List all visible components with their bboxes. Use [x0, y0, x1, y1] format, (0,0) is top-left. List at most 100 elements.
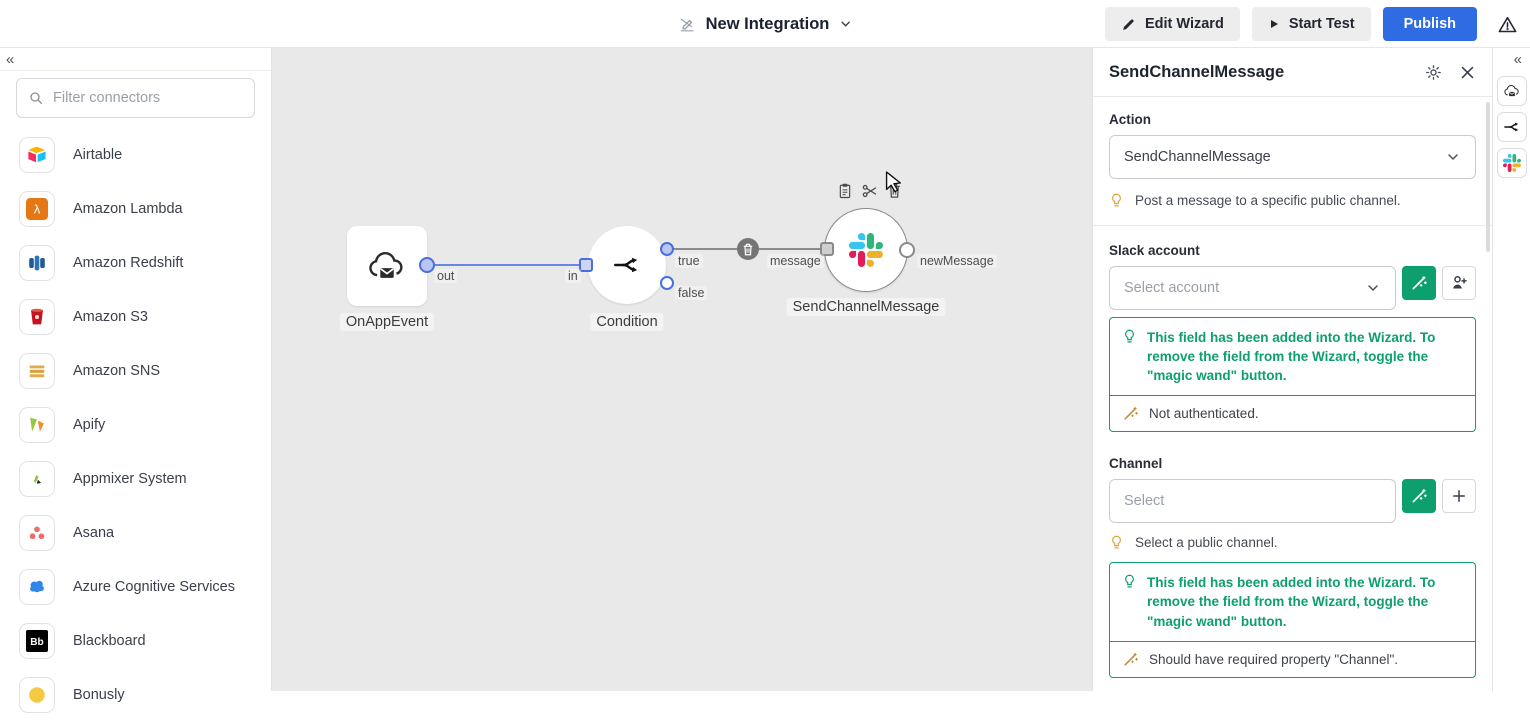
action-field-label: Action — [1109, 112, 1476, 127]
port-label-in: in — [565, 269, 581, 283]
lightbulb-icon — [1109, 192, 1124, 209]
channel-error: Should have required property "Channel". — [1149, 652, 1398, 667]
node-sendchannelmessage[interactable] — [824, 208, 908, 292]
lightbulb-icon — [1109, 534, 1124, 551]
rail-collapse-icon[interactable]: « — [1514, 52, 1522, 67]
gear-icon[interactable] — [1424, 63, 1443, 82]
magic-wand-icon — [1122, 405, 1139, 422]
connector-list-item[interactable]: Amazon S3 — [0, 290, 271, 344]
integration-title-dropdown[interactable]: New Integration — [678, 0, 853, 48]
pencil-icon — [1121, 17, 1136, 32]
topbar: New Integration Edit Wizard Start Test P… — [0, 0, 1530, 48]
lightbulb-icon — [1122, 328, 1137, 345]
port-label-false: false — [675, 286, 707, 300]
magic-wand-icon — [1122, 651, 1139, 668]
chevron-down-icon — [1445, 149, 1461, 165]
channel-hint: Select a public channel. — [1135, 534, 1278, 553]
mouse-cursor — [882, 170, 904, 196]
copy-clipboard-icon[interactable] — [838, 182, 852, 199]
amazon-sns-icon — [19, 353, 55, 389]
connector-filter — [16, 78, 255, 118]
node-label-condition: Condition — [590, 313, 663, 331]
trash-icon — [742, 243, 754, 256]
channel-select[interactable] — [1109, 479, 1396, 523]
azure-cognitive-services-icon — [19, 569, 55, 605]
connector-sidebar: « Airtable λ Amazon Lambda Amazon Redshi… — [0, 48, 272, 691]
magic-wand-toggle-button[interactable] — [1402, 479, 1436, 513]
blackboard-icon: Bb — [19, 623, 55, 659]
airtable-icon — [19, 137, 55, 173]
inspector-panel: SendChannelMessage Action SendChannelMes… — [1092, 48, 1492, 691]
action-select-value: SendChannelMessage — [1124, 149, 1271, 165]
port-condition-in[interactable] — [579, 258, 593, 272]
svg-text:Bb: Bb — [30, 637, 43, 648]
connector-list-item[interactable]: Appmixer System — [0, 452, 271, 506]
channel-field-label: Channel — [1109, 456, 1476, 471]
action-select[interactable]: SendChannelMessage — [1109, 135, 1476, 179]
connector-list-item[interactable]: Amazon SNS — [0, 344, 271, 398]
connector-list: Airtable λ Amazon Lambda Amazon Redshift… — [0, 128, 271, 722]
link-delete-button[interactable] — [737, 238, 759, 260]
connector-list-item[interactable]: Bb Blackboard — [0, 614, 271, 668]
node-label-onappevent: OnAppEvent — [340, 313, 434, 331]
wizard-note-text: This field has been added into the Wizar… — [1147, 328, 1463, 385]
port-condition-true[interactable] — [660, 242, 674, 256]
draft-pencil-slash-icon — [678, 15, 697, 34]
rail-item-condition[interactable] — [1497, 112, 1527, 142]
cut-scissors-icon[interactable] — [861, 183, 878, 199]
node-condition[interactable] — [588, 226, 666, 304]
asana-icon — [19, 515, 55, 551]
slack-account-input[interactable] — [1124, 280, 1365, 296]
link-onappevent-condition[interactable] — [427, 264, 586, 266]
edit-wizard-button[interactable]: Edit Wizard — [1105, 7, 1240, 41]
connector-list-item[interactable]: Asana — [0, 506, 271, 560]
add-channel-button[interactable] — [1442, 479, 1476, 513]
amazon-lambda-icon: λ — [19, 191, 55, 227]
connector-list-item[interactable]: λ Amazon Lambda — [0, 182, 271, 236]
flow-canvas[interactable]: out OnAppEvent in true false Condition m… — [272, 48, 1092, 691]
cloud-envelope-icon — [366, 249, 408, 283]
appmixer-system-icon — [19, 461, 55, 497]
node-onappevent[interactable] — [347, 226, 427, 306]
add-account-button[interactable] — [1442, 266, 1476, 300]
port-label-out: out — [434, 269, 457, 283]
filter-connectors-input[interactable] — [53, 90, 243, 106]
branch-icon — [612, 251, 642, 279]
warning-icon[interactable] — [1497, 14, 1518, 35]
amazon-s3-icon — [19, 299, 55, 335]
node-label-sendchannelmessage: SendChannelMessage — [787, 298, 946, 316]
channel-input[interactable] — [1124, 493, 1381, 509]
start-test-button[interactable]: Start Test — [1252, 7, 1371, 41]
connector-list-item[interactable]: Apify — [0, 398, 271, 452]
flow-nodes-rail: « — [1492, 48, 1530, 691]
connector-list-item[interactable]: Bonusly — [0, 668, 271, 722]
section-divider — [1093, 225, 1492, 226]
connector-list-item[interactable]: Amazon Redshift — [0, 236, 271, 290]
port-sendchannelmessage-newmessage[interactable] — [899, 242, 915, 258]
branch-icon — [1503, 118, 1521, 136]
amazon-redshift-icon — [19, 245, 55, 281]
edit-wizard-label: Edit Wizard — [1145, 16, 1224, 32]
port-condition-false[interactable] — [660, 276, 674, 290]
page-title: New Integration — [706, 15, 830, 34]
connector-list-item[interactable]: Azure Cognitive Services — [0, 560, 271, 614]
connector-list-item[interactable]: Airtable — [0, 128, 271, 182]
magic-wand-toggle-button[interactable] — [1402, 266, 1436, 300]
rail-item-onappevent[interactable] — [1497, 76, 1527, 106]
chevron-down-icon — [1365, 280, 1381, 296]
slack-account-field-label: Slack account — [1109, 243, 1476, 258]
rail-item-slack[interactable] — [1497, 148, 1527, 178]
cloud-envelope-icon — [1503, 82, 1521, 100]
magic-wand-icon — [1410, 487, 1428, 505]
wizard-note-text: This field has been added into the Wizar… — [1147, 573, 1463, 630]
slack-account-wizard-note: This field has been added into the Wizar… — [1109, 317, 1476, 432]
close-icon[interactable] — [1459, 64, 1476, 81]
publish-button[interactable]: Publish — [1383, 7, 1477, 41]
slack-icon — [1503, 154, 1521, 172]
play-icon — [1268, 18, 1280, 30]
sidebar-collapse-icon[interactable]: « — [6, 52, 14, 67]
slack-account-select[interactable] — [1109, 266, 1396, 310]
port-onappevent-out[interactable] — [419, 257, 435, 273]
chevron-down-icon — [838, 17, 852, 31]
panel-scrollbar[interactable] — [1486, 102, 1490, 252]
